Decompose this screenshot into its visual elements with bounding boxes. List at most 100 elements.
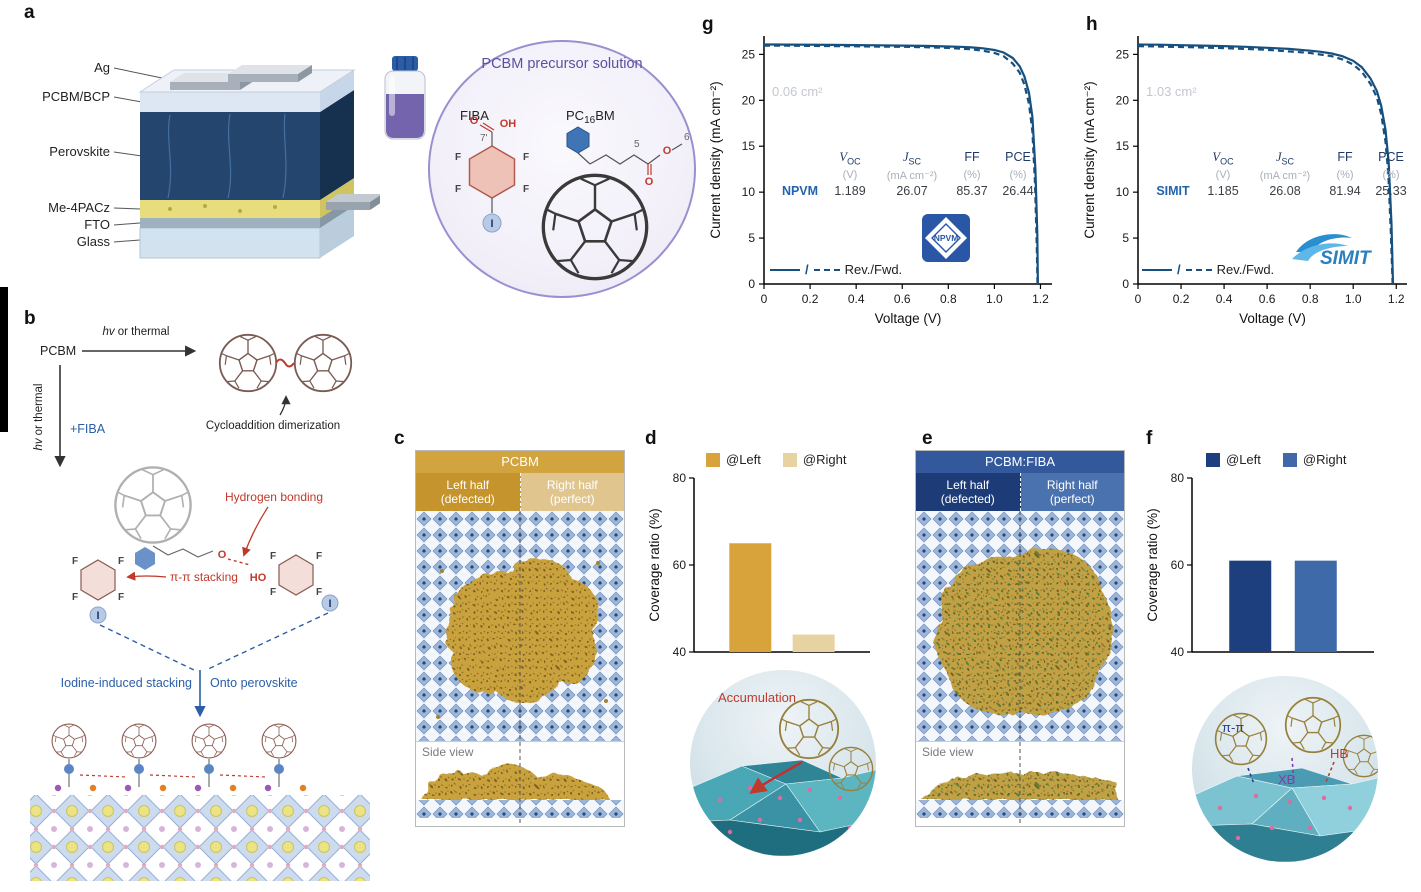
hv-thermal-side: hvor thermal [33, 384, 45, 451]
svg-text:0.6: 0.6 [894, 292, 911, 306]
panel-c-side-view: Side view [416, 741, 624, 826]
accumulation-label: Accumulation [718, 690, 797, 705]
svg-text:5: 5 [634, 139, 640, 150]
device-name: NPVM [781, 183, 819, 198]
layer-pcbm-text: PCBM/BCP [42, 89, 110, 104]
voc-unit: (V) [1215, 168, 1231, 181]
pcbm-fiba-adduct: O Hydrogen bonding HO F F F F I F F F F … [72, 466, 339, 624]
ff-value: 81.94 [1329, 183, 1361, 198]
svg-text:0.8: 0.8 [1302, 292, 1319, 306]
panel-g-metrics-table: VOC JSC FF PCE (V) (mA cm⁻²) (%) (%) NPV… [775, 150, 1041, 198]
legend-swatch-left-navy [1206, 452, 1220, 467]
voc-value: 1.189 [834, 183, 866, 198]
panel-d-legend: @Left @Right [706, 452, 846, 467]
svg-text:F: F [455, 184, 461, 195]
layer-label-pcbm-bcp: PCBM/BCP [18, 89, 110, 104]
panel-label-d: d [645, 428, 657, 449]
layer-perovskite-text: Perovskite [49, 144, 110, 159]
svg-text:F: F [118, 556, 124, 567]
panel-e-left-header: Left half(defected) [916, 473, 1021, 511]
svg-text:25: 25 [1116, 47, 1130, 61]
svg-text:OH: OH [500, 118, 517, 130]
pce-header: PCE [1005, 150, 1031, 164]
svg-text:10: 10 [742, 185, 756, 199]
jsc-header: JSC [1275, 150, 1295, 167]
perovskite-assembly [30, 723, 370, 881]
legend-swatch-left-gold [706, 452, 720, 467]
device-name: SIMIT [1156, 183, 1190, 198]
ff-header: FF [1337, 150, 1353, 164]
pc16bm-label: PC16BM [566, 108, 615, 126]
svg-text:60: 60 [1171, 558, 1185, 572]
fto-contact-bar [326, 194, 380, 210]
layer-label-perovskite: Perovskite [18, 144, 110, 159]
panel-c-top-view [416, 511, 624, 741]
svg-text:F: F [270, 587, 276, 598]
panel-label-c: c [394, 428, 405, 449]
svg-text:Coverage ratio (%): Coverage ratio (%) [1145, 508, 1160, 621]
panel-label-b: b [24, 308, 36, 329]
svg-text:80: 80 [673, 471, 687, 485]
svg-text:20: 20 [1116, 93, 1130, 107]
jsc-value: 26.08 [1269, 183, 1301, 198]
svg-text:O: O [218, 549, 227, 561]
panel-c-title: PCBM [416, 451, 624, 473]
layer-me4pacz-text: Me-4PACz [48, 200, 110, 215]
svg-text:10: 10 [1116, 185, 1130, 199]
solid-line-sample [770, 268, 800, 271]
svg-text:HO: HO [250, 572, 267, 584]
jsc-value: 26.07 [896, 183, 928, 198]
svg-text:40: 40 [1171, 645, 1185, 659]
svg-text:I: I [96, 610, 99, 622]
svg-text:15: 15 [1116, 139, 1130, 153]
svg-text:NPVM: NPVM [934, 233, 959, 243]
panel-e-side-view: Side view [916, 741, 1124, 826]
iodine-stacking-label: Iodine-induced stacking [61, 676, 192, 690]
svg-text:1.0: 1.0 [1345, 292, 1362, 306]
pce-unit: (%) [1382, 168, 1400, 181]
device-schematic [113, 65, 380, 259]
perfect-text: (perfect) [549, 492, 595, 506]
ff-value: 85.37 [956, 183, 988, 198]
pce-header: PCE [1378, 150, 1404, 164]
layer-label-fto: FTO [18, 217, 110, 232]
panel-g-area-label: 0.06 cm² [772, 84, 823, 99]
svg-text:FIBA: FIBA [460, 108, 489, 123]
svg-text:F: F [316, 587, 322, 598]
legend-right-label: @Right [1302, 452, 1347, 467]
svg-text:0: 0 [1135, 292, 1142, 306]
panel-e-title: PCBM:FIBA [916, 451, 1124, 473]
layer-label-glass: Glass [18, 234, 110, 249]
panel-label-a: a [24, 2, 35, 23]
panel-label-f: f [1146, 428, 1153, 449]
side-view-label: Side view [422, 745, 474, 759]
panel-e-right-header: Right half(perfect) [1020, 473, 1124, 511]
rev-fwd-label: Rev./Fwd. [844, 262, 903, 277]
legend-left-label: @Left [726, 452, 761, 467]
plus-fiba-label: +FIBA [70, 422, 106, 436]
svg-text:O: O [645, 176, 654, 188]
pce-unit: (%) [1009, 168, 1027, 181]
svg-text:I: I [328, 598, 331, 610]
panel-e-headers: Left half(defected) Right half(perfect) [916, 473, 1124, 511]
slash-mark: / [1177, 262, 1181, 277]
panel-c-headers: Left half(defected) Right half(perfect) [416, 473, 624, 511]
side-view-label: Side view [922, 745, 974, 759]
panel-h-legend: / Rev./Fwd. [1142, 262, 1274, 277]
panel-h-area-label: 1.03 cm² [1146, 84, 1197, 99]
hb-label: HB [1330, 746, 1349, 761]
svg-text:0.6: 0.6 [1259, 292, 1276, 306]
panel-e-simulation: PCBM:FIBA Left half(defected) Right half… [915, 450, 1125, 827]
svg-text:0: 0 [761, 292, 768, 306]
jsc-header: JSC [902, 150, 922, 167]
pce-value: 25.33 [1375, 183, 1407, 198]
jsc-unit: (mA cm⁻²) [1259, 169, 1311, 182]
defected-text: (defected) [440, 492, 495, 506]
panel-e-top-view [916, 511, 1124, 741]
svg-text:F: F [118, 592, 124, 603]
legend-right-label: @Right [802, 452, 847, 467]
layer-label-me4pacz: Me-4PACz [18, 200, 110, 215]
svg-text:Voltage (V): Voltage (V) [1239, 311, 1306, 326]
